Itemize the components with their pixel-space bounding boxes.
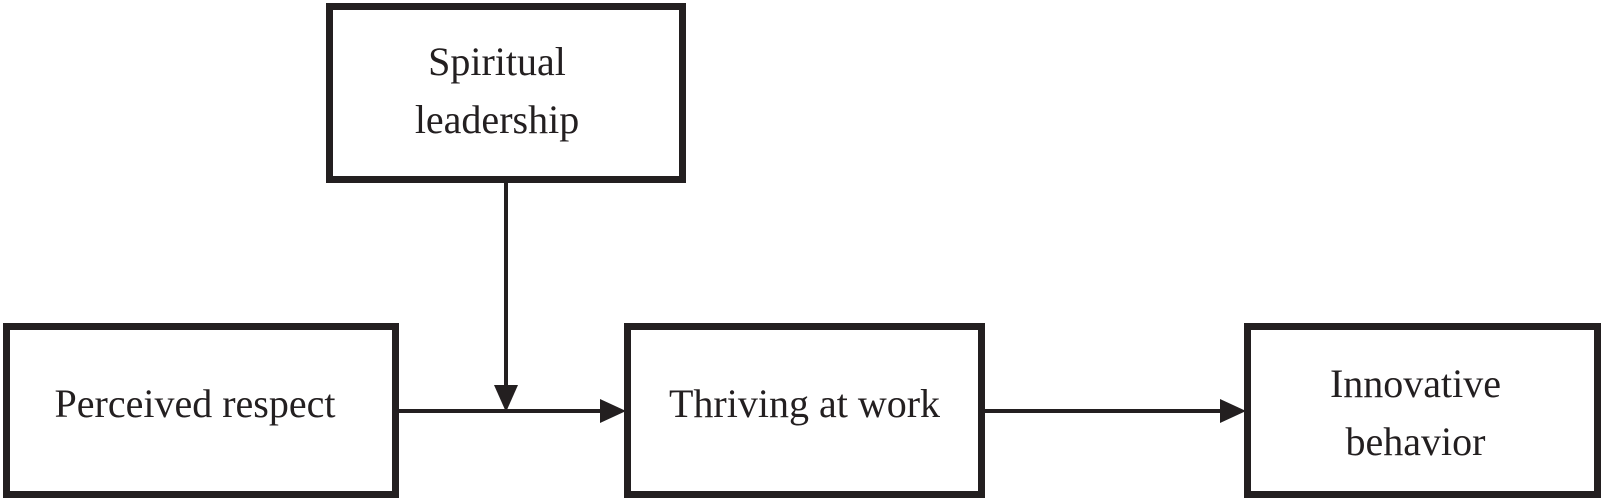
node-thriving-at-work-label: Thriving at work (668, 380, 941, 426)
arrow-thriving-to-innovative-head (1220, 399, 1246, 423)
node-innovative-behavior-line2: behavior (1345, 418, 1486, 464)
node-spiritual-leadership-line2: leadership (414, 97, 580, 142)
node-innovative-behavior-line1: Innovative (1329, 360, 1502, 406)
node-perceived-respect: Perceived respect (3, 323, 399, 498)
arrow-respect-to-thriving-head (600, 399, 626, 423)
node-thriving-at-work: Thriving at work (624, 323, 985, 498)
moderator-arrowhead (494, 385, 518, 412)
node-perceived-respect-label: Perceived respect (54, 380, 336, 426)
node-spiritual-leadership-line1: Spiritual (428, 39, 566, 84)
node-innovative-behavior: Innovative behavior (1244, 323, 1601, 498)
node-spiritual-leadership: Spiritual leadership (326, 3, 686, 183)
